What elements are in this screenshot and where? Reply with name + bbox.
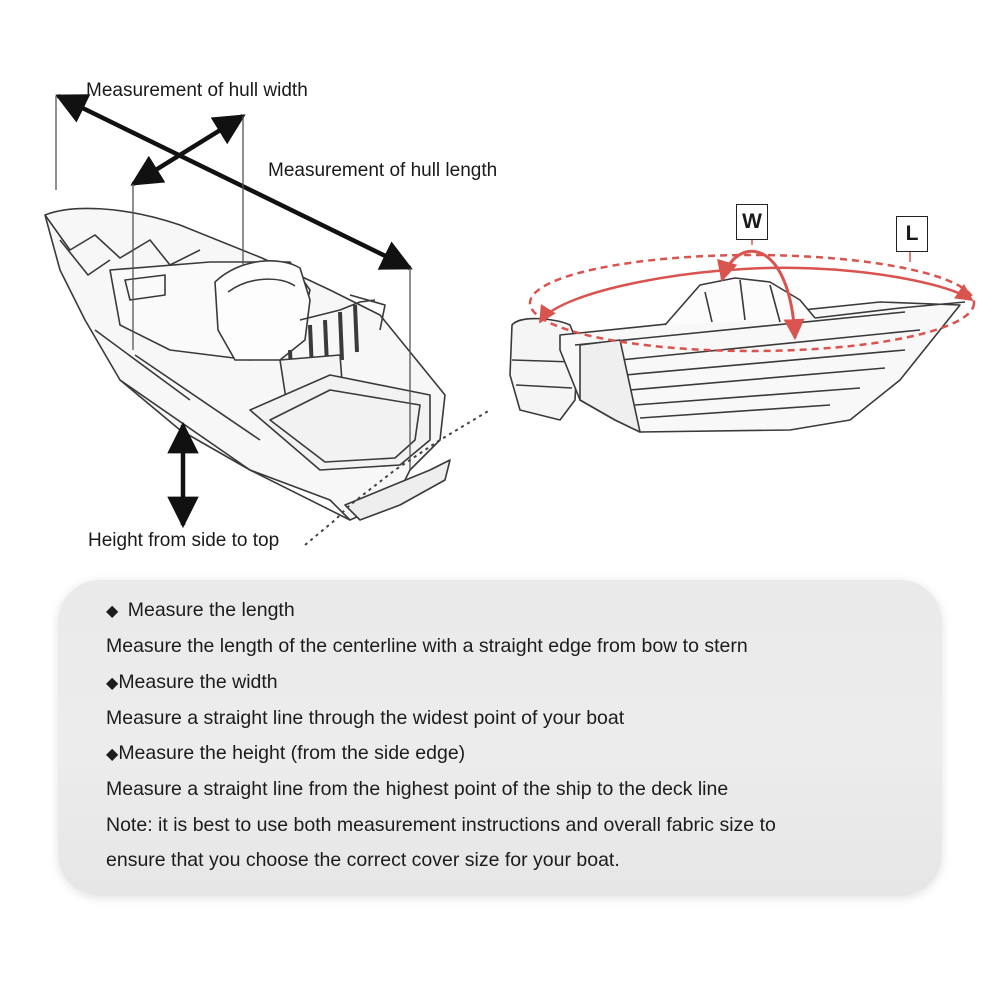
width-dimension-box: W (736, 204, 768, 240)
boat-measurement-diagram: Measurement of hull width Measurement of… (44, 80, 976, 551)
length-text: Measure the length of the centerline wit… (106, 635, 748, 657)
width-arrow-red (717, 249, 805, 341)
height-label: Height from side to top (88, 530, 280, 551)
right-boat-drawing (509, 277, 966, 433)
width-heading: ◆Measure the width (106, 671, 278, 694)
boat-illustration (44, 93, 976, 546)
width-heading-text: Measure the width (118, 671, 278, 693)
length-ellipse-red (528, 253, 976, 353)
note-line-1: Note: it is best to use both measurement… (106, 814, 776, 836)
hull-length-label: Measurement of hull length (268, 160, 498, 181)
instructions-panel: ◆ Measure the length Measure the length … (58, 580, 942, 896)
height-text: Measure a straight line from the highest… (106, 778, 729, 800)
length-dimension-box: L (896, 216, 928, 252)
note-line-2: ensure that you choose the correct cover… (106, 849, 620, 871)
hull-width-label: Measurement of hull width (86, 80, 308, 101)
length-heading-text: Measure the length (127, 599, 295, 621)
height-heading: ◆Measure the height (from the side edge) (106, 742, 465, 765)
diamond-bullet-icon: ◆ (106, 675, 119, 692)
left-boat-drawing (44, 207, 451, 521)
height-heading-text: Measure the height (from the side edge) (118, 742, 466, 764)
hull-length-arrow (130, 114, 246, 186)
diamond-bullet-icon: ◆ (106, 603, 119, 620)
width-text: Measure a straight line through the wide… (106, 707, 625, 729)
length-heading: ◆ Measure the length (106, 599, 295, 622)
diamond-bullet-icon: ◆ (106, 746, 119, 763)
